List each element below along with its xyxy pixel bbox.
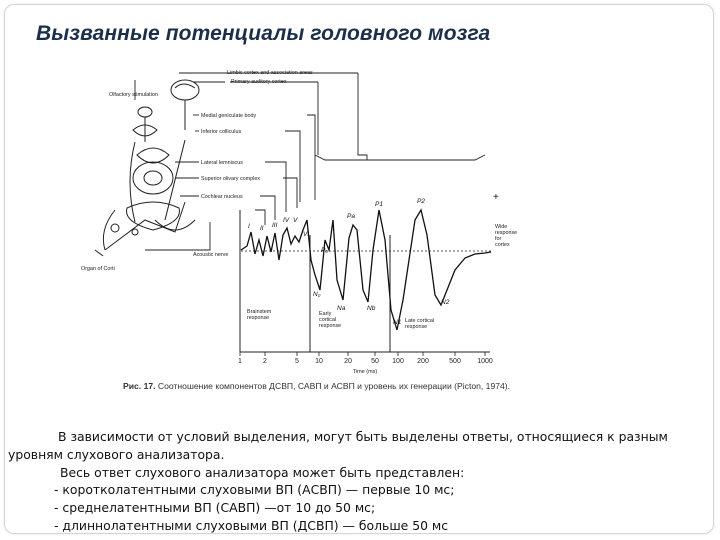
- caption-text: Соотношение компонентов ДСВП, САВП и АСВ…: [156, 381, 511, 391]
- wave-label-P2: P2: [417, 198, 425, 205]
- wave-label-Pa: Pa: [347, 213, 355, 220]
- wave-label-N1: N1: [393, 319, 402, 326]
- list-item-middle: - среднелатентными ВП (САВП) —от 10 до 5…: [54, 500, 376, 516]
- body-text: В зависимости от условий выделения, могу…: [8, 428, 708, 535]
- tick-label: 500: [449, 358, 461, 365]
- wave-label-Na: Na: [337, 305, 346, 312]
- slide-title: Вызванные потенциалы головного мозга: [36, 22, 491, 45]
- wave-label-I: I: [248, 223, 250, 230]
- tick-label: 100: [392, 358, 404, 365]
- tick-label: 5: [295, 358, 299, 365]
- tick-label: 1: [238, 358, 242, 365]
- caption-bold: Рис. 17.: [123, 381, 156, 391]
- tick-label: 2: [263, 358, 267, 365]
- wave-label-P0: P₀: [321, 247, 328, 254]
- tick-label: 20: [344, 358, 352, 365]
- label-soc: Superior olivary complex: [201, 176, 260, 182]
- wave-label-Nb: Nb: [367, 305, 376, 312]
- wave-label-N2: N2: [441, 299, 450, 306]
- wave-label-N0: N₀: [313, 291, 321, 298]
- label-nerve: Acoustic nerve: [193, 252, 228, 258]
- time-axis: [239, 352, 486, 356]
- wave-label-VI: VI: [303, 231, 309, 238]
- wave-label-II: II: [260, 225, 264, 232]
- label-cortex: Limbic cortex and association areas: [227, 70, 313, 76]
- label-mgb: Medial geniculate body: [201, 113, 256, 119]
- tick-label: 200: [417, 358, 429, 365]
- brainstem-line1: Brainstem: [247, 309, 272, 315]
- list-item-short: - коротколатентными слуховыми ВП (АСВП) …: [54, 482, 455, 498]
- wave-label-V: V: [293, 217, 298, 224]
- auditory-pathway-sketch: [94, 79, 200, 257]
- list-item-long: - длиннолатентными слуховыми ВП (ДСВП) —…: [54, 517, 449, 533]
- paragraph-levels: В зависимости от условий выделения, могу…: [8, 429, 668, 462]
- tick-label: 50: [371, 358, 379, 365]
- plot-frame: [239, 210, 493, 353]
- tick-label: 1000: [477, 358, 493, 365]
- evoked-potential-waveform: [240, 208, 492, 331]
- label-organ: Organ of Corti: [81, 266, 115, 272]
- label-ll: Lateral lemniscus: [201, 160, 243, 166]
- wave-label-III: III: [272, 222, 278, 229]
- slide-frame: [4, 4, 714, 534]
- paragraph-intro: Весь ответ слухового анализатора может б…: [60, 464, 465, 480]
- figure-caption: Рис. 17. Соотношение компонентов ДСВП, С…: [123, 381, 510, 391]
- label-primary-cortex: Primary auditory cortex: [231, 79, 287, 85]
- wave-label-IV: IV: [283, 217, 290, 224]
- label-ic: Inferior colliculus: [201, 129, 241, 135]
- tick-label: 10: [315, 358, 323, 365]
- figure-diagram: + Limbic cortex and association areas Pr…: [81, 70, 517, 391]
- axis-xlabel: Time (ms): [353, 369, 378, 375]
- label-cn: Cochlear nucleus: [201, 194, 243, 200]
- plus-marker: +: [493, 192, 499, 203]
- brainstem-line2: response: [247, 315, 269, 321]
- label-olfactory: Olfactory stimulation: [109, 92, 158, 98]
- leader-lines: [134, 72, 486, 251]
- wave-label-P1: P1: [375, 201, 383, 208]
